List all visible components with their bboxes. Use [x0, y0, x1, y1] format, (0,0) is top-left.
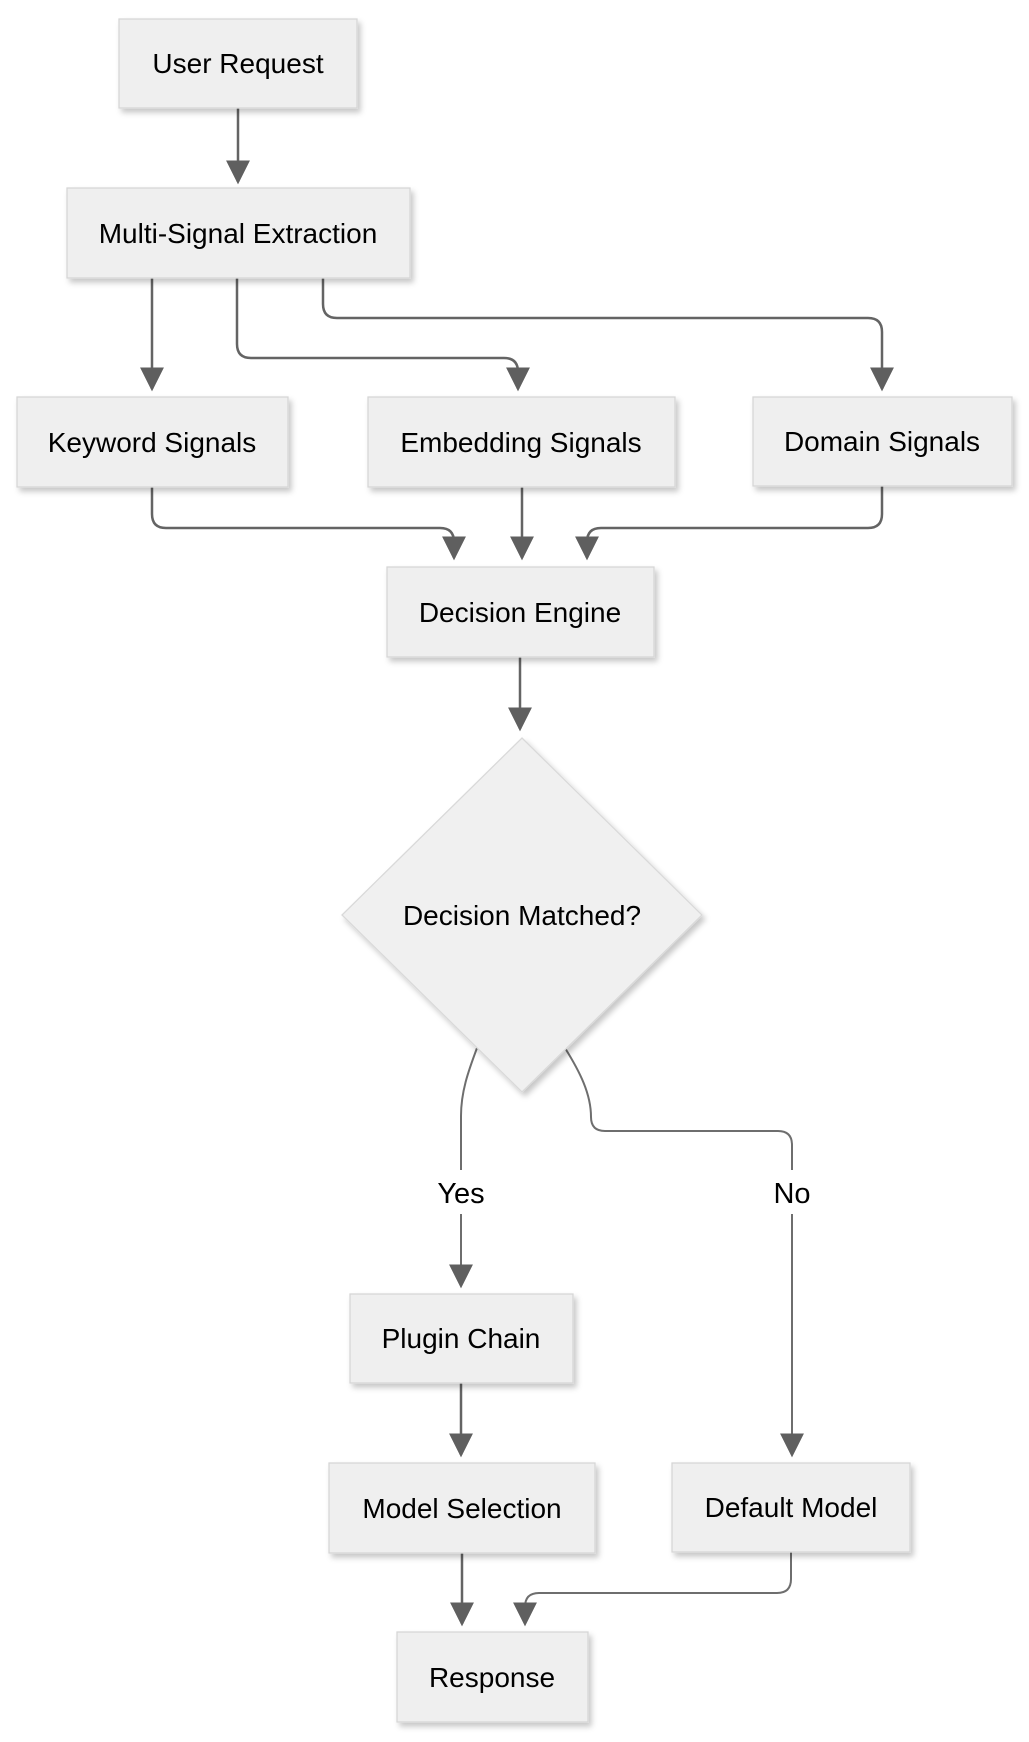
node-embedding-signals: Embedding Signals [367, 396, 676, 488]
edge-decision-matched-no-upper [564, 1047, 793, 1172]
node-decision-engine-label: Decision Engine [419, 597, 621, 628]
node-plugin-chain: Plugin Chain [349, 1293, 574, 1384]
edge-decision-matched-yes-upper [460, 1047, 478, 1172]
node-domain-signals: Domain Signals [752, 396, 1013, 487]
node-domain-signals-box [752, 396, 1013, 487]
edge-default-model-to-response [513, 1552, 792, 1627]
node-keyword-signals-label: Keyword Signals [48, 427, 257, 458]
node-plugin-chain-label: Plugin Chain [382, 1323, 541, 1354]
node-model-selection-label: Model Selection [362, 1493, 561, 1524]
node-decision-engine-box [386, 566, 655, 658]
node-domain-signals-label: Domain Signals [784, 426, 980, 457]
edge-label-yes-text: Yes [437, 1178, 484, 1210]
node-plugin-chain-box [349, 1293, 574, 1384]
node-user-request-label: User Request [152, 48, 323, 79]
node-decision-engine: Decision Engine [386, 566, 655, 658]
edge-label-yes-background [430, 1170, 492, 1214]
node-decision-matched-diamond [341, 737, 703, 1093]
node-user-request: User Request [118, 18, 358, 109]
edge-label-no: No [765, 1170, 819, 1214]
node-decision-matched-label: Decision Matched? [403, 900, 641, 931]
edge-multi-signal-extraction-to-domain-signals [321, 278, 894, 392]
node-multi-signal-extraction: Multi-Signal Extraction [66, 187, 411, 279]
node-embedding-signals-box [367, 396, 676, 488]
edge-layer [140, 108, 894, 1627]
node-model-selection-box [328, 1462, 596, 1554]
node-keyword-signals: Keyword Signals [16, 396, 289, 488]
node-response-box [396, 1631, 589, 1723]
node-model-selection: Model Selection [328, 1462, 596, 1554]
node-multi-signal-extraction-label: Multi-Signal Extraction [99, 218, 378, 249]
node-user-request-box [118, 18, 358, 109]
edge-label-no-background [765, 1170, 819, 1214]
node-response-label: Response [429, 1662, 555, 1693]
node-default-model-box [671, 1462, 911, 1553]
node-default-model-label: Default Model [705, 1492, 878, 1523]
node-multi-signal-extraction-box [66, 187, 411, 279]
edge-domain-signals-to-decision-engine [575, 486, 884, 561]
node-response: Response [396, 1631, 589, 1723]
edge-multi-signal-extraction-to-embedding-signals [235, 278, 530, 392]
node-decision-matched: Decision Matched? [341, 737, 703, 1093]
node-default-model: Default Model [671, 1462, 911, 1553]
node-embedding-signals-label: Embedding Signals [400, 427, 641, 458]
edge-label-no-text: No [773, 1178, 810, 1210]
node-keyword-signals-box [16, 396, 289, 488]
edge-label-yes: Yes [430, 1170, 492, 1214]
edge-keyword-signals-to-decision-engine [150, 487, 466, 561]
